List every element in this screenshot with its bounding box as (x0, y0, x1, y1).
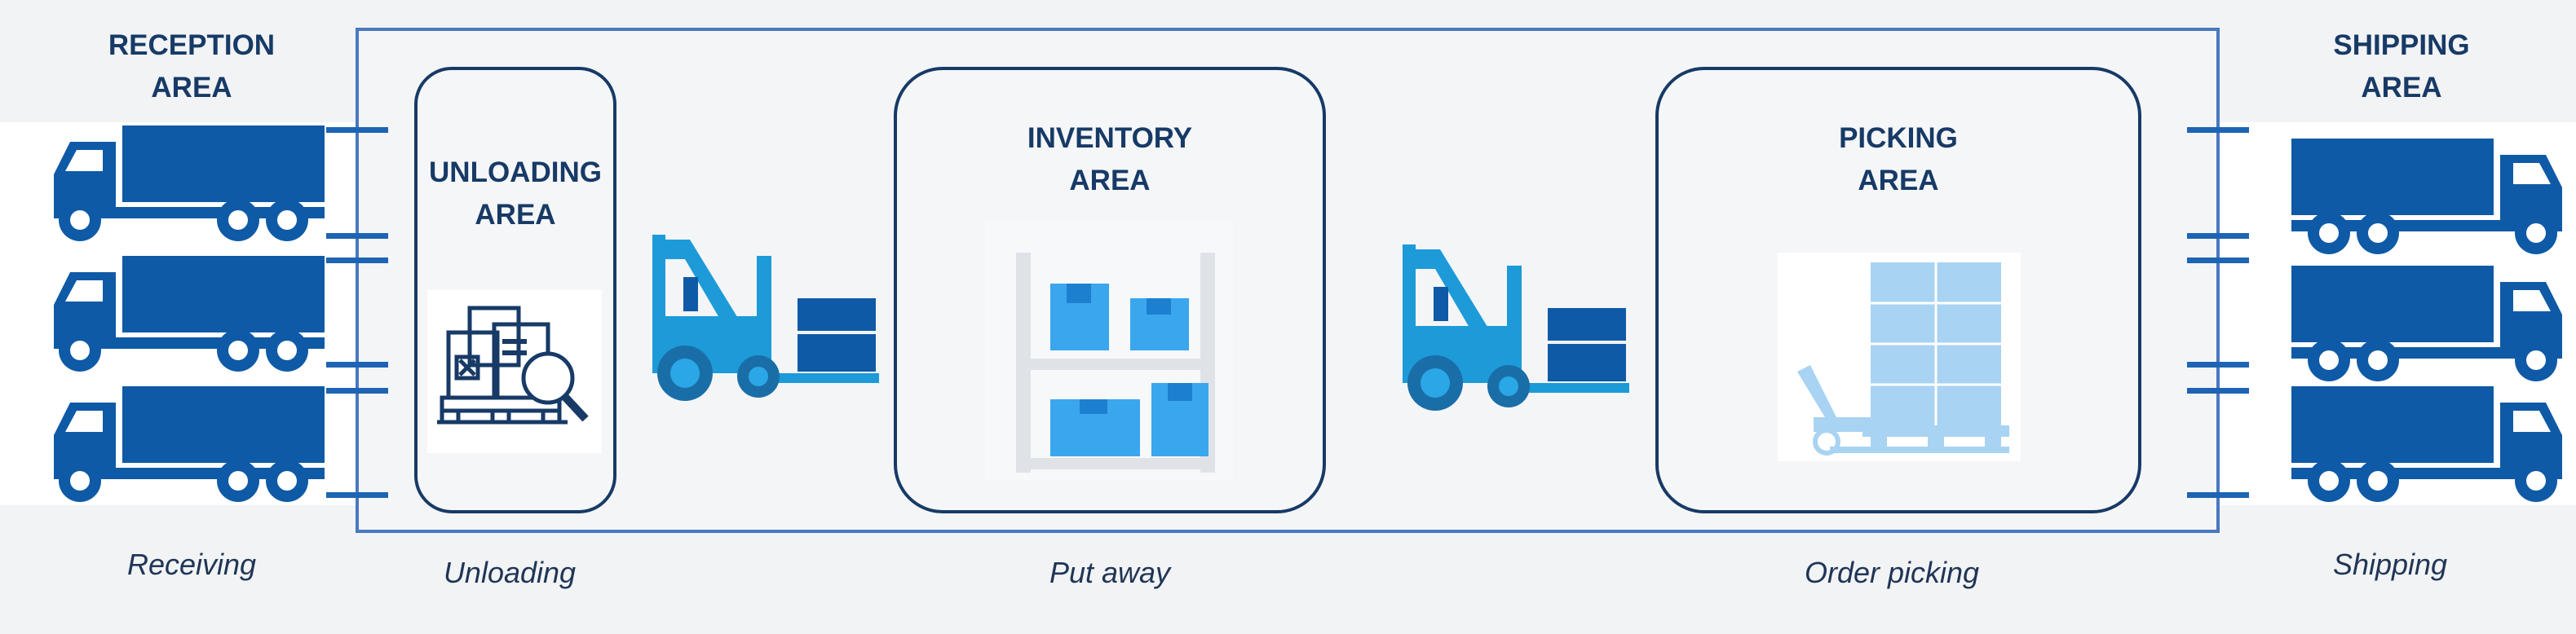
forklift-icon-2 (1403, 244, 1629, 411)
receiving-caption: Receiving (126, 548, 257, 581)
forklift-icon-1 (652, 235, 879, 401)
picking-area-title: PICKING AREA (1839, 122, 1958, 196)
put-away-caption: Put away (1049, 556, 1171, 589)
dock-door-right-6 (2187, 492, 2249, 498)
dock-door-left-2 (326, 233, 388, 239)
truck-icon-shipping-1 (2291, 139, 2562, 254)
dock-door-right-5 (2187, 388, 2249, 394)
shelf-icon (1016, 253, 1215, 473)
truck-icon-reception-2 (54, 256, 325, 372)
truck-icon-shipping-3 (2291, 386, 2562, 502)
dock-door-right-4 (2187, 362, 2249, 368)
dock-door-right-1 (2187, 127, 2249, 133)
dock-door-right-3 (2187, 258, 2249, 263)
inspection-icon (437, 306, 589, 425)
shipping-area-title: SHIPPING AREA (2333, 29, 2470, 103)
dock-door-left-3 (326, 258, 388, 263)
truck-icon-reception-1 (54, 125, 325, 241)
dock-door-right-2 (2187, 233, 2249, 239)
inventory-area-title: INVENTORY AREA (1027, 122, 1193, 196)
dock-door-left-4 (326, 362, 388, 368)
dock-door-left-5 (326, 388, 388, 394)
truck-icon-reception-3 (54, 386, 325, 502)
truck-icon-shipping-2 (2291, 266, 2562, 381)
dock-door-left-1 (326, 127, 388, 133)
pallet-jack-icon (1797, 262, 2009, 456)
reception-area-title: RECEPTION AREA (108, 29, 276, 103)
shipping-caption: Shipping (2332, 548, 2448, 581)
order-picking-caption: Order picking (1804, 556, 1980, 589)
dock-door-left-6 (326, 492, 388, 498)
unloading-caption: Unloading (443, 556, 577, 589)
unloading-area-title: UNLOADING AREA (429, 156, 602, 231)
